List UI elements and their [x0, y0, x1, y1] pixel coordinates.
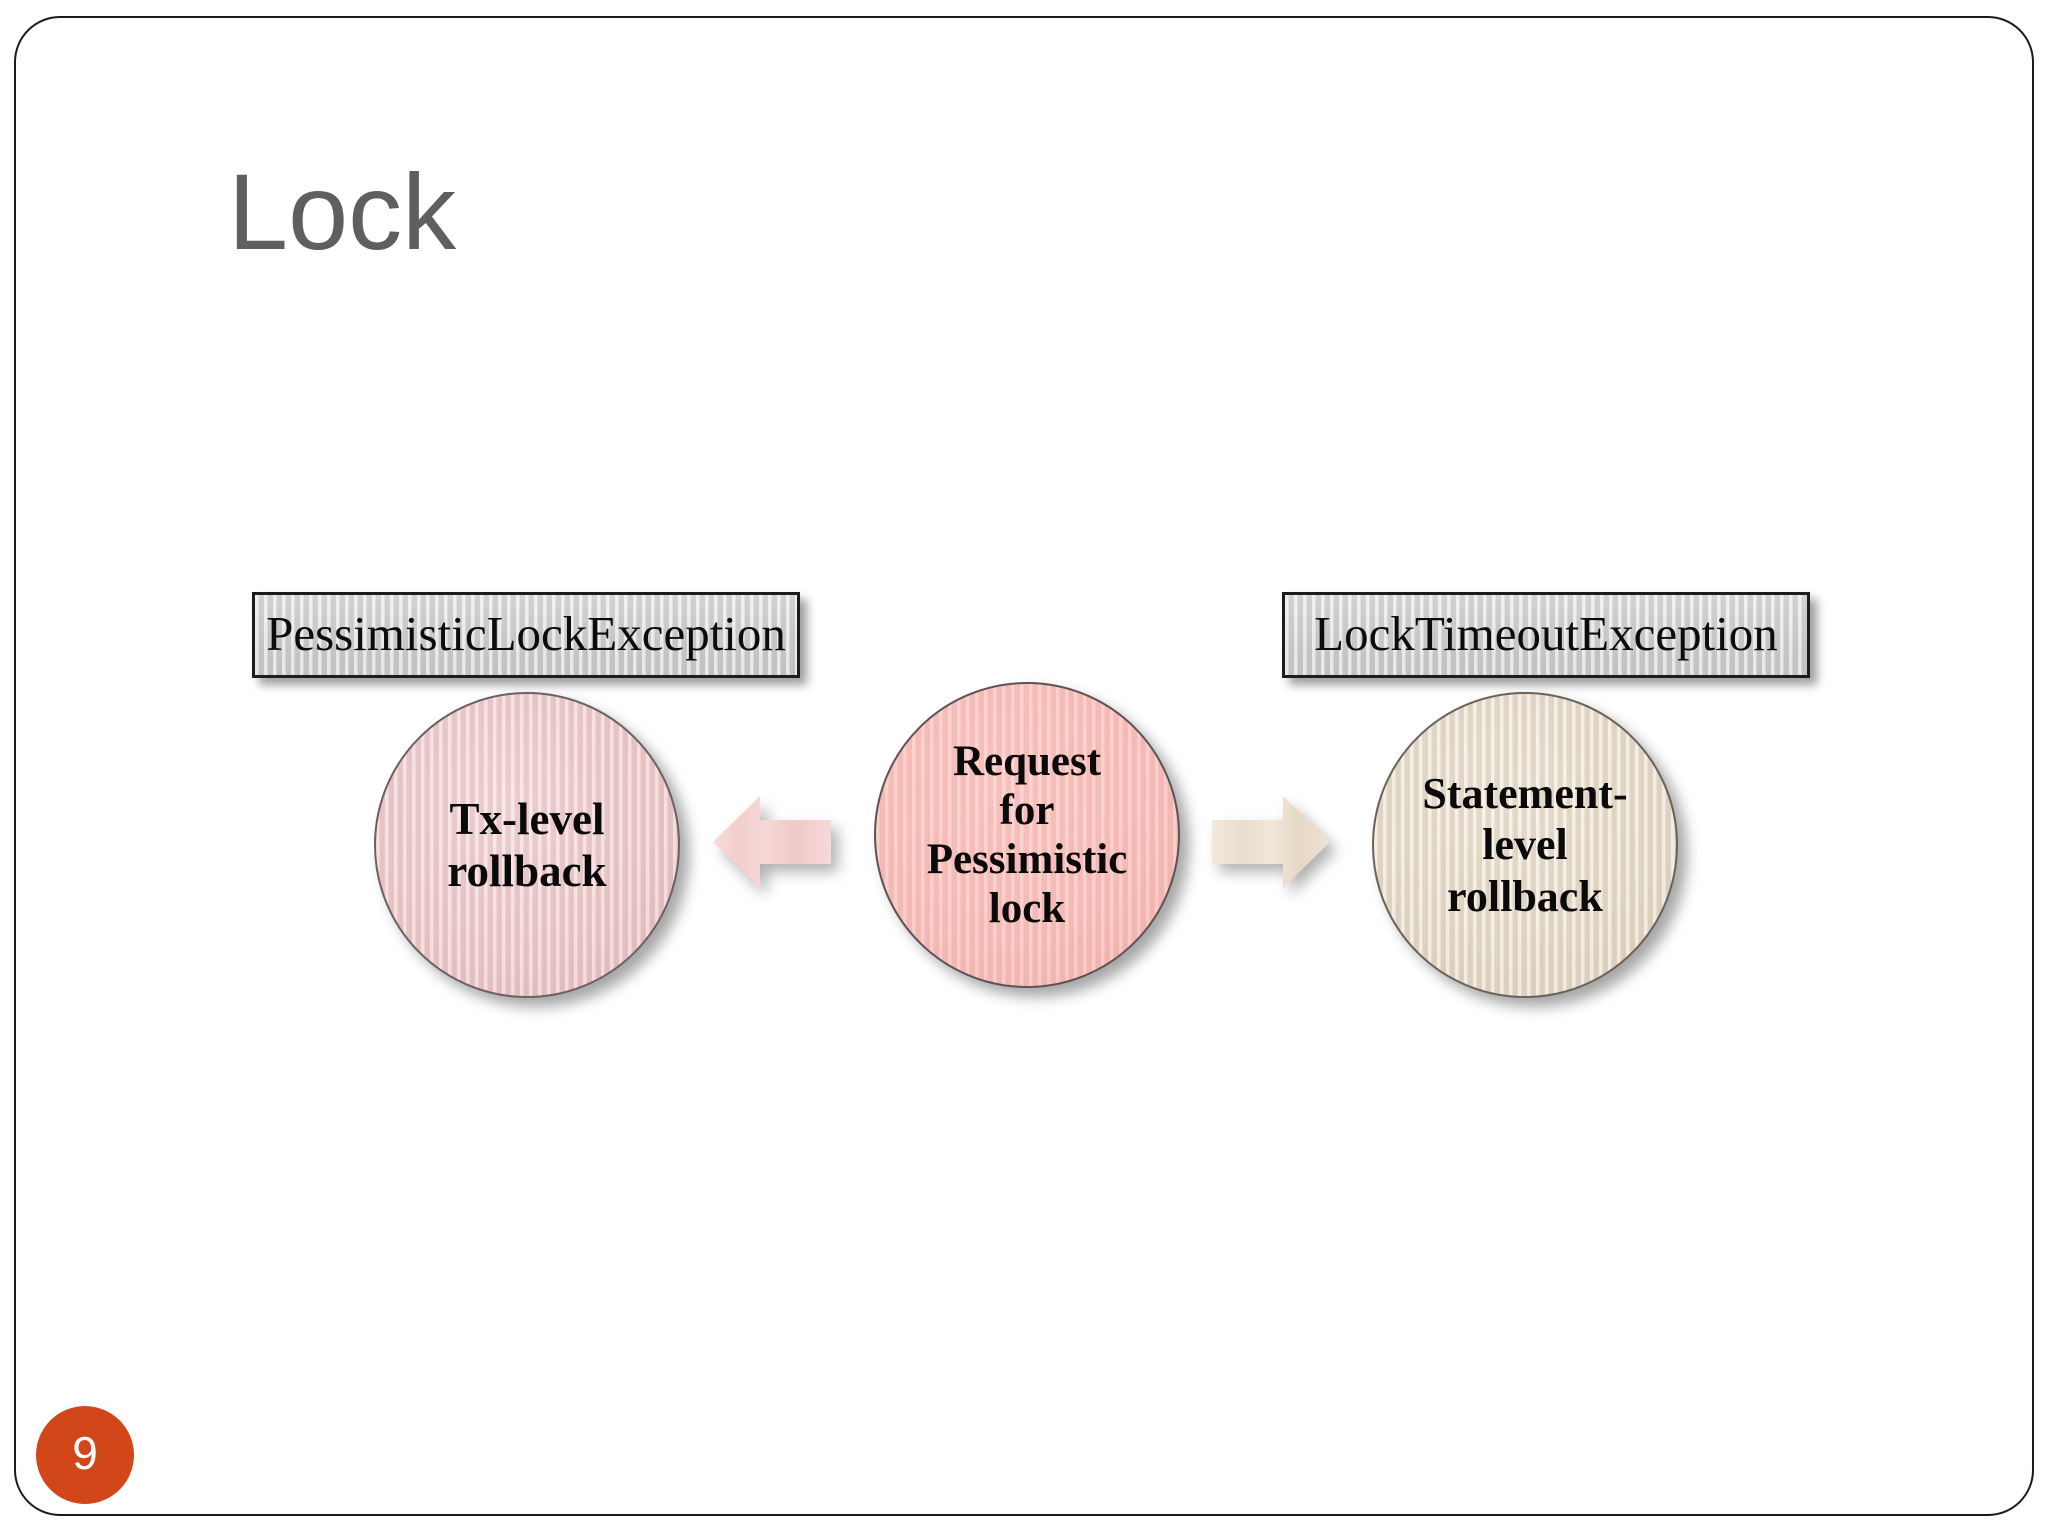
- node-label-line: rollback: [447, 846, 607, 896]
- node-label-line: lock: [988, 885, 1066, 933]
- page-number-badge: 9: [36, 1406, 134, 1504]
- exception-label-text: LockTimeoutException: [1314, 605, 1778, 661]
- page-number: 9: [72, 1427, 98, 1479]
- node-request-for-pessimistic-lock[interactable]: Request for Pessimistic lock: [874, 682, 1180, 988]
- node-label-line: level: [1482, 820, 1568, 870]
- node-tx-level-rollback[interactable]: Tx-level rollback: [374, 692, 680, 998]
- node-label: Statement- level rollback: [1406, 768, 1643, 921]
- node-label-line: Statement-: [1422, 769, 1628, 819]
- node-label: Request for Pessimistic lock: [911, 737, 1144, 933]
- exception-label-pessimistic-lock-exception[interactable]: PessimisticLockException: [252, 592, 800, 678]
- node-label: Tx-level rollback: [431, 793, 622, 897]
- node-label-line: Tx-level: [449, 793, 605, 844]
- arrow-right-icon: [1212, 790, 1330, 894]
- exception-label-lock-timeout-exception[interactable]: LockTimeoutException: [1282, 592, 1810, 678]
- page-title: Lock: [228, 151, 457, 272]
- slide-border: [14, 16, 2034, 1516]
- arrow-left-icon: [713, 790, 831, 894]
- exception-label-text: PessimisticLockException: [266, 605, 786, 661]
- node-statement-level-rollback[interactable]: Statement- level rollback: [1372, 692, 1678, 998]
- node-label-line: Pessimistic: [926, 836, 1128, 883]
- node-label-line: rollback: [1447, 871, 1603, 921]
- node-label-line: Request: [952, 737, 1102, 785]
- node-label-line: for: [999, 786, 1055, 834]
